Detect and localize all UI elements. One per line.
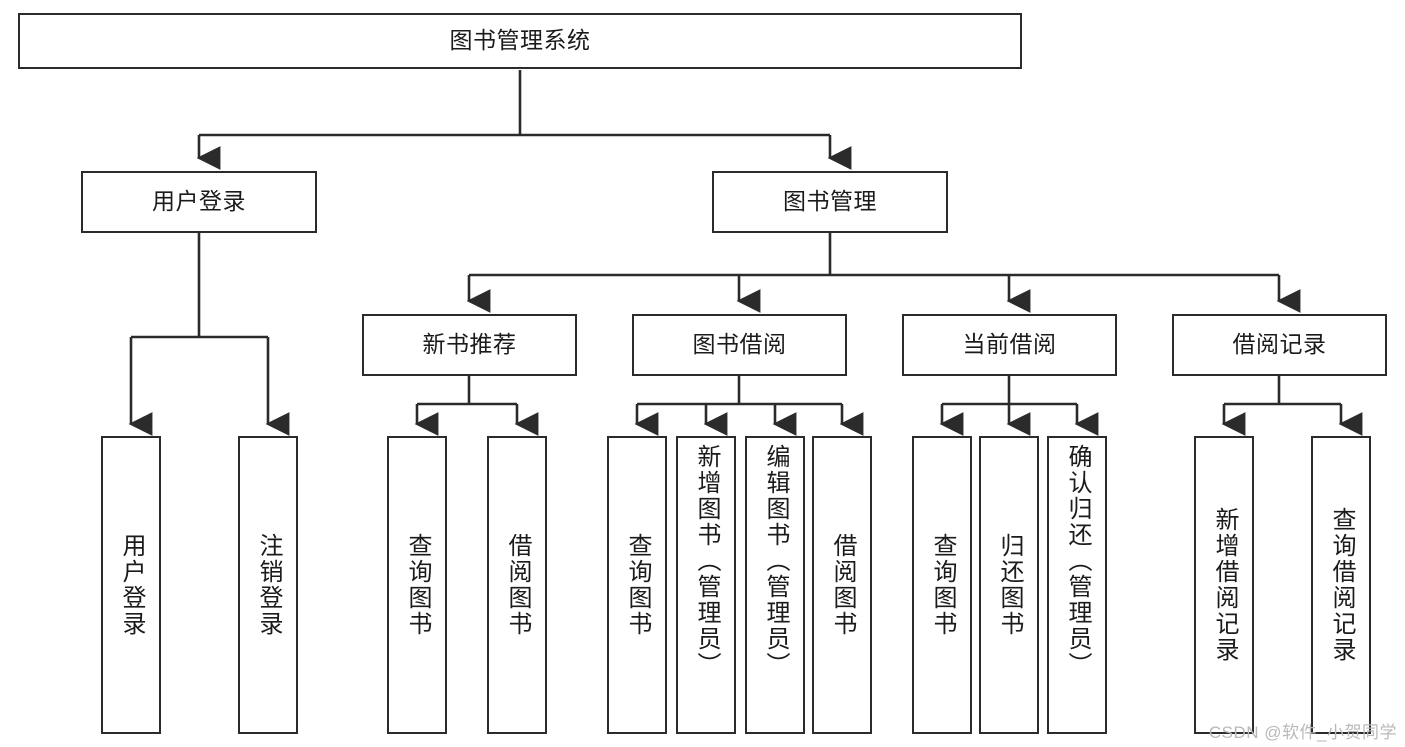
node-label: 编辑图书（管理员）: [762, 444, 789, 678]
node-label: 用户登录: [118, 533, 145, 637]
node-label: 查询图书: [929, 533, 956, 637]
csdn-watermark: CSDN @软件_小贺同学: [1208, 723, 1397, 742]
node-current-borrow[interactable]: 当前借阅: [902, 314, 1117, 376]
node-label: 新增图书（管理员）: [693, 444, 720, 678]
node-label: 图书借阅: [692, 331, 787, 358]
node-book-management[interactable]: 图书管理: [712, 171, 948, 233]
node-leaf-query-book-1[interactable]: 查询图书: [387, 436, 447, 734]
node-label: 归还图书: [996, 533, 1023, 637]
node-label: 当前借阅: [962, 331, 1057, 358]
node-leaf-query-book-2[interactable]: 查询图书: [607, 436, 667, 734]
node-leaf-borrow-book-1[interactable]: 借阅图书: [487, 436, 547, 734]
node-label: 查询图书: [404, 533, 431, 637]
node-leaf-add-book[interactable]: 新增图书（管理员）: [676, 436, 736, 734]
node-leaf-user-logout[interactable]: 注销登录: [238, 436, 298, 734]
node-label: 注销登录: [255, 533, 282, 637]
node-leaf-return-book[interactable]: 归还图书: [979, 436, 1039, 734]
node-new-book-recommend[interactable]: 新书推荐: [362, 314, 577, 376]
node-root-system[interactable]: 图书管理系统: [18, 13, 1022, 69]
node-leaf-user-login[interactable]: 用户登录: [101, 436, 161, 734]
node-leaf-edit-book[interactable]: 编辑图书（管理员）: [745, 436, 805, 734]
node-leaf-confirm-return[interactable]: 确认归还（管理员）: [1047, 436, 1107, 734]
node-borrow-record[interactable]: 借阅记录: [1172, 314, 1387, 376]
node-label: 图书管理: [783, 188, 877, 215]
node-label: 新增借阅记录: [1211, 507, 1238, 663]
node-label: 查询借阅记录: [1328, 507, 1355, 663]
node-user-login[interactable]: 用户登录: [81, 171, 317, 233]
node-leaf-query-record[interactable]: 查询借阅记录: [1311, 436, 1371, 734]
node-label: 确认归还（管理员）: [1064, 444, 1091, 678]
node-label: 新书推荐: [422, 331, 517, 358]
node-label: 图书管理系统: [449, 27, 591, 54]
node-label: 借阅记录: [1232, 331, 1327, 358]
node-label: 用户登录: [152, 188, 246, 215]
node-book-borrow[interactable]: 图书借阅: [632, 314, 847, 376]
node-leaf-borrow-book-2[interactable]: 借阅图书: [812, 436, 872, 734]
node-label: 查询图书: [624, 533, 651, 637]
node-label: 借阅图书: [829, 533, 856, 637]
node-leaf-query-book-3[interactable]: 查询图书: [912, 436, 972, 734]
node-label: 借阅图书: [504, 533, 531, 637]
node-leaf-add-record[interactable]: 新增借阅记录: [1194, 436, 1254, 734]
